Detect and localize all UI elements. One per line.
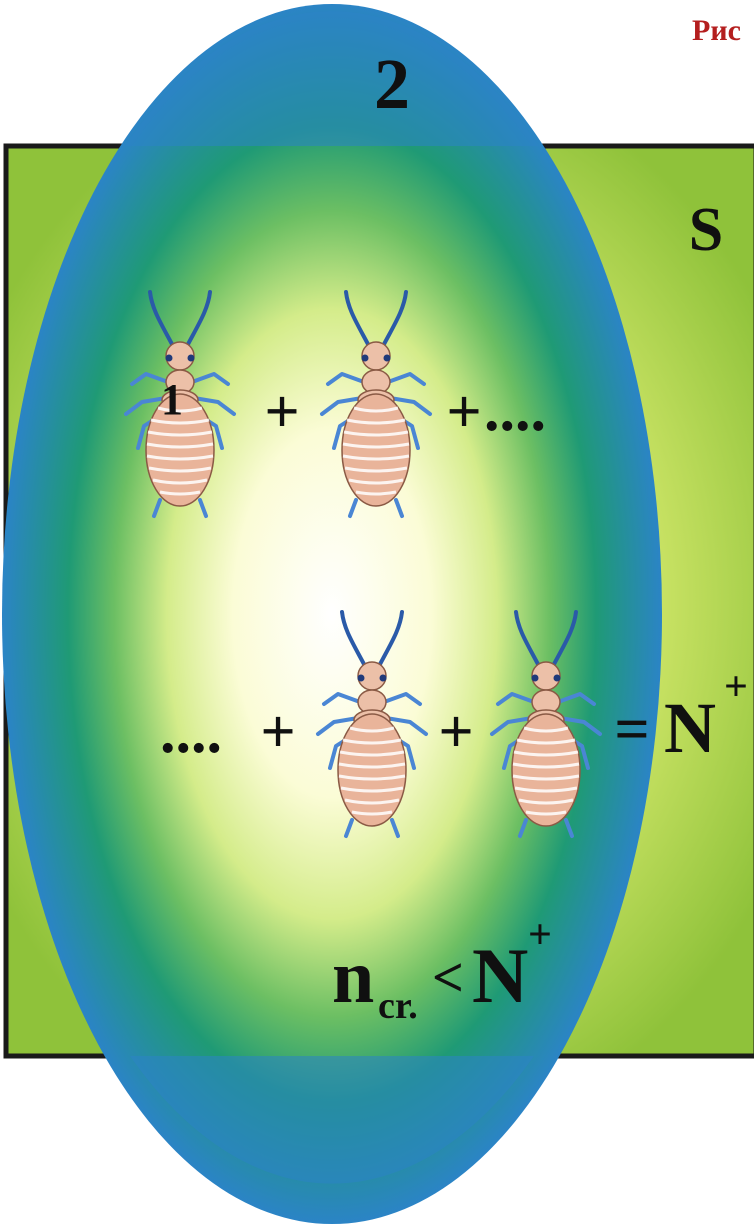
inequality-rhs-superscript: + <box>528 912 552 958</box>
dots-2: .... <box>160 698 222 766</box>
total-symbol: N <box>664 688 716 768</box>
inequality-lhs: n <box>332 935 374 1019</box>
dots-1: .... <box>484 376 546 444</box>
total-superscript: + <box>724 664 748 710</box>
plus-2: + <box>446 378 481 446</box>
plus-3: + <box>260 698 295 766</box>
colony-ellipse <box>2 4 662 1224</box>
ellipse-label: 2 <box>374 44 410 124</box>
plus-4: + <box>438 698 473 766</box>
inequality-rhs: N <box>472 932 528 1019</box>
equals-sign: = <box>614 696 649 764</box>
insect-1-label: 1 <box>161 375 183 424</box>
region-label: S <box>689 196 723 264</box>
plus-1: + <box>264 378 299 446</box>
inequality-relation: < <box>432 947 464 1009</box>
ellipse-top-cap <box>125 11 539 146</box>
inequality-lhs-subscript: cr. <box>378 985 418 1027</box>
